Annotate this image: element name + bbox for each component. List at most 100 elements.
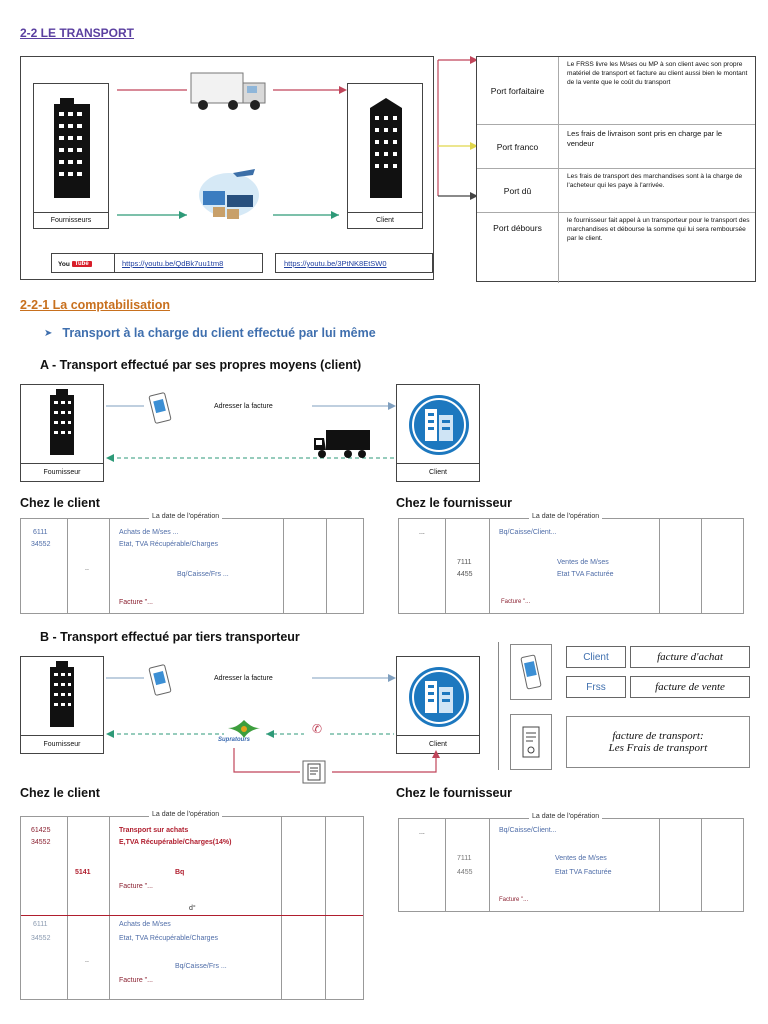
logistics-icon: [199, 169, 259, 219]
definition-term: Port dû: [477, 169, 559, 212]
phone-icon: ✆: [312, 722, 323, 736]
supplier-box: Fournisseurs: [33, 83, 109, 229]
operation-date: La date de l'opération: [529, 813, 603, 820]
definition-term: Port franco: [477, 125, 559, 168]
office-building-icon: [409, 395, 469, 455]
supplier-box: Fournisseur: [20, 656, 104, 754]
operation-date: La date de l'opération: [149, 513, 223, 520]
entry-label: Bq/Caisse/Frs ...: [177, 571, 229, 578]
youtube-link-1[interactable]: https://youtu.be/QdBk7uu1tm8: [122, 259, 224, 268]
invoice-phone-icon: [148, 664, 172, 696]
entry-label: Bq/Caisse/Frs ...: [175, 963, 227, 970]
supplier-label: Fournisseurs: [34, 212, 108, 228]
operation-date: La date de l'opération: [529, 513, 603, 520]
bullet-item: ➤ Transport à la charge du client effect…: [44, 326, 376, 340]
transport-invoice-detail: Les Frais de transport: [608, 742, 708, 754]
entry-label: Ventes de M/ses: [555, 855, 607, 862]
operation-date: La date de l'opération: [149, 811, 223, 818]
section-b-title: B - Transport effectué par tiers transpo…: [40, 630, 300, 644]
send-invoice-label: Adresser la facture: [214, 675, 273, 682]
transport-diagram: Fournisseurs Client: [20, 56, 434, 280]
client-box: Client: [347, 83, 423, 229]
definition-term: Port débours: [477, 213, 559, 283]
section-a-title: A - Transport effectué par ses propres m…: [40, 358, 362, 372]
transport-invoice-note: facture de transport: Les Frais de trans…: [566, 716, 750, 768]
account-number: ..: [85, 565, 89, 572]
entry-label: E,TVA Récupérable/Charges(14%): [119, 839, 232, 846]
supplier-label: Fournisseur: [21, 735, 103, 753]
transporter-logo-icon: [228, 720, 260, 738]
truck-icon: [314, 430, 370, 458]
flow-arrows: [106, 402, 396, 462]
entry-label: Etat TVA Facturée: [555, 869, 612, 876]
invoice-document-icon: [302, 760, 326, 784]
account-number: 4455: [457, 571, 473, 578]
definition-text: Le FRSS livre les M/ses ou MP à son clie…: [567, 61, 748, 86]
client-label: Client: [348, 212, 422, 228]
entry-label: Achats de M/ses: [119, 921, 171, 928]
building-icon: [50, 661, 74, 727]
client-label: Client: [397, 735, 479, 753]
client-label: Client: [397, 463, 479, 481]
client-heading: Chez le client: [20, 496, 100, 510]
invoice-document-tile: [510, 714, 552, 770]
building-icon: [54, 98, 90, 198]
account-number: 7111: [457, 855, 472, 862]
account-number: 61425: [31, 827, 51, 834]
account-number: 6111: [33, 529, 48, 536]
transport-invoice-title: facture de transport:: [612, 730, 704, 742]
entry-label: Etat, TVA Récupérable/Charges: [119, 541, 218, 548]
client-journal-entry: La date de l'opération 61425 34552 Trans…: [20, 811, 364, 1000]
building-icon: [370, 98, 402, 198]
entry-label: Facture "...: [501, 599, 531, 605]
supplier-journal-entry: La date de l'opération ... Bq/Caisse/Cli…: [398, 813, 744, 912]
entry-label: Facture "...: [499, 897, 529, 903]
send-invoice-label: Adresser la facture: [214, 403, 273, 410]
entry-separator: d°: [189, 905, 196, 912]
supplier-journal-entry: La date de l'opération ... Bq/Caisse/Cli…: [398, 513, 744, 614]
supplier-heading: Chez le fournisseur: [396, 786, 512, 800]
account-number: 4455: [457, 869, 473, 876]
definition-row: Port dû Les frais de transport des march…: [477, 169, 755, 213]
invoice-phone-icon: [520, 654, 542, 690]
legend-purchase-invoice: facture d'achat: [630, 646, 750, 668]
account-number: 7111: [457, 559, 472, 566]
account-number: 34552: [31, 935, 51, 942]
entry-label: Etat, TVA Récupérable/Charges: [119, 935, 218, 942]
legend-client: Client: [566, 646, 626, 668]
account-number: 6111: [33, 921, 48, 928]
entry-label: Facture "...: [119, 977, 153, 984]
definition-row: Port débours le fournisseur fait appel à…: [477, 213, 755, 283]
client-journal-entry: La date de l'opération 6111 34552 .. Ach…: [20, 513, 364, 614]
arrow-bullet-icon: ➤: [44, 327, 53, 339]
invoice-phone-tile: [510, 644, 552, 700]
account-number: ..: [85, 957, 89, 964]
legend-frss: Frss: [566, 676, 626, 698]
definition-arrows: [437, 56, 478, 200]
entry-label: Achats de M/ses ...: [119, 529, 179, 536]
definition-row: Port franco Les frais de livraison sont …: [477, 125, 755, 169]
invoice-phone-icon: [148, 392, 172, 424]
account-number: ...: [419, 829, 425, 836]
account-number: ...: [419, 529, 425, 536]
subsection-title: 2-2-1 La comptabilisation: [20, 298, 171, 312]
transporter-label: Supratours: [218, 737, 251, 743]
definitions-table: Port forfaitaire Le FRSS livre les M/ses…: [476, 56, 756, 283]
building-icon: [50, 389, 74, 455]
supplier-box: Fournisseur: [20, 384, 104, 482]
invoice-document-icon: [522, 726, 540, 758]
entry-label: Facture "...: [119, 599, 153, 606]
account-number: 34552: [31, 839, 51, 846]
definition-term: Port forfaitaire: [477, 57, 559, 124]
truck-icon: [190, 72, 266, 110]
legend-sales-invoice: facture de vente: [630, 676, 750, 698]
entry-label: Ventes de M/ses: [557, 559, 609, 566]
client-box: Client: [396, 384, 480, 482]
page-title: 2-2 LE TRANSPORT: [20, 26, 135, 40]
youtube-link-2[interactable]: https://youtu.be/3PtNK8EtSW0: [284, 259, 387, 268]
entry-label: Bq/Caisse/Client...: [499, 529, 557, 536]
entry-label: Bq: [175, 869, 185, 876]
office-building-icon: [409, 667, 469, 727]
entry-label: Etat TVA Facturée: [557, 571, 614, 578]
